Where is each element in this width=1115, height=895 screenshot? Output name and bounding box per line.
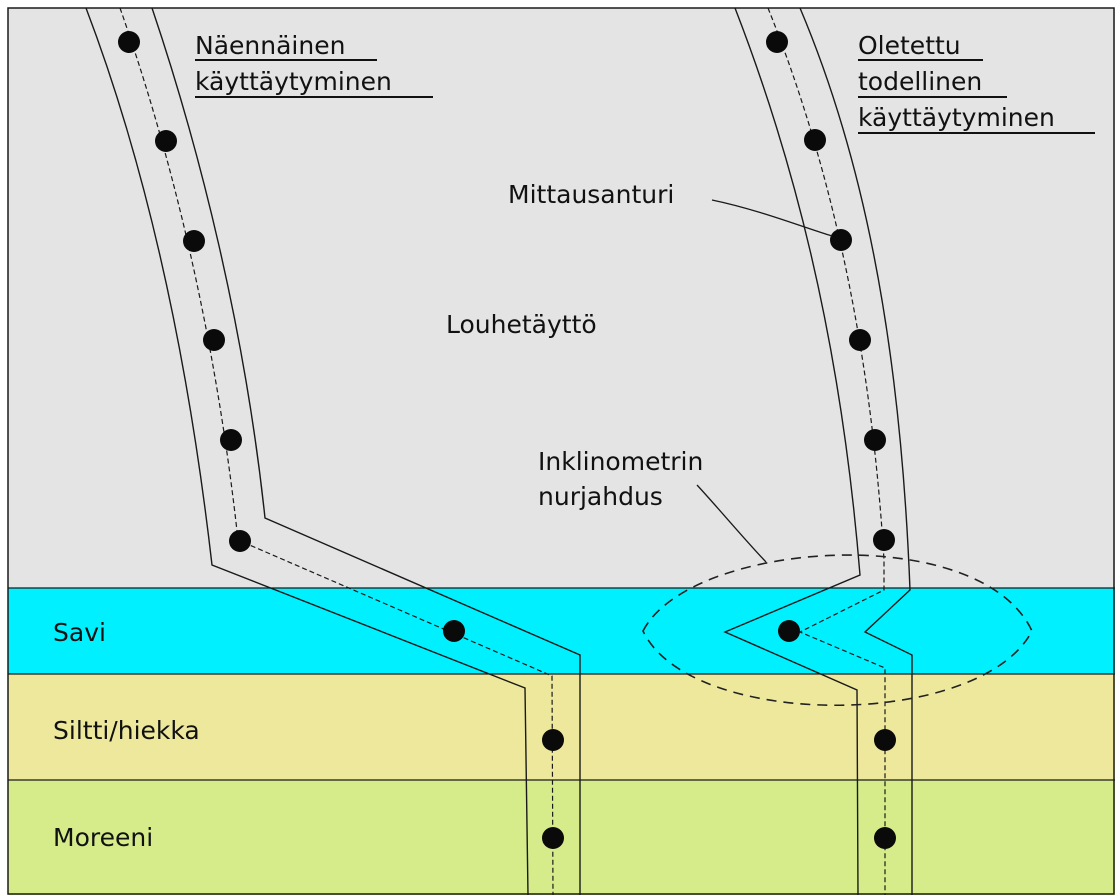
actual-inclinometer-tube	[723, 7, 913, 895]
actual-sensor-8	[874, 729, 896, 751]
actual-sensor-5	[864, 429, 886, 451]
apparent-tube-left-wall	[85, 7, 529, 895]
apparent-sensor-8	[542, 729, 564, 751]
layer-label-siltti-hiekka: Siltti/hiekka	[53, 716, 200, 745]
layer-siltti-hiekka	[8, 674, 1115, 780]
actual-sensor-2	[804, 129, 826, 151]
actual-tube-right-wall	[799, 7, 913, 895]
layer-savi	[8, 588, 1115, 674]
apparent-sensor-7	[443, 620, 465, 642]
sensor-leader-line	[711, 199, 833, 237]
apparent-sensor-5	[220, 429, 242, 451]
apparent-tube-axis	[119, 7, 554, 895]
apparent-inclinometer-tube	[85, 7, 581, 895]
buckling-label-line2: nurjahdus	[538, 482, 663, 511]
layer-label-savi: Savi	[53, 618, 106, 647]
actual-sensor-4	[849, 329, 871, 351]
diagram-frame	[7, 7, 1115, 895]
actual-sensor-7	[778, 620, 800, 642]
actual-label-line2: todellinen	[858, 67, 982, 96]
apparent-sensor-2	[155, 130, 177, 152]
actual-sensor-1	[766, 31, 788, 53]
actual-sensor-3	[830, 229, 852, 251]
apparent-tube-right-wall	[151, 7, 581, 895]
apparent-label-line2: käyttäytyminen	[195, 67, 392, 96]
fill-label: Louhetäyttö	[446, 310, 597, 339]
actual-tube-left-wall	[723, 7, 861, 895]
actual-label-line1: Oletettu	[858, 31, 961, 60]
layer-label-moreeni: Moreeni	[53, 823, 153, 852]
layer-louhetaytto	[8, 8, 1115, 588]
apparent-sensor-4	[203, 329, 225, 351]
apparent-sensor-3	[183, 230, 205, 252]
buckling-label-line1: Inklinometrin	[538, 447, 703, 476]
apparent-sensor-6	[229, 530, 251, 552]
buckling-leader-line	[696, 484, 767, 563]
apparent-sensor-1	[118, 31, 140, 53]
buckling-ellipse	[642, 554, 1033, 706]
actual-sensor-6	[873, 529, 895, 551]
actual-label-line3: käyttäytyminen	[858, 103, 1055, 132]
apparent-label-line1: Näennäinen	[195, 31, 345, 60]
apparent-sensor-9	[542, 827, 564, 849]
actual-sensor-9	[874, 827, 896, 849]
sensor-label: Mittausanturi	[508, 180, 674, 209]
